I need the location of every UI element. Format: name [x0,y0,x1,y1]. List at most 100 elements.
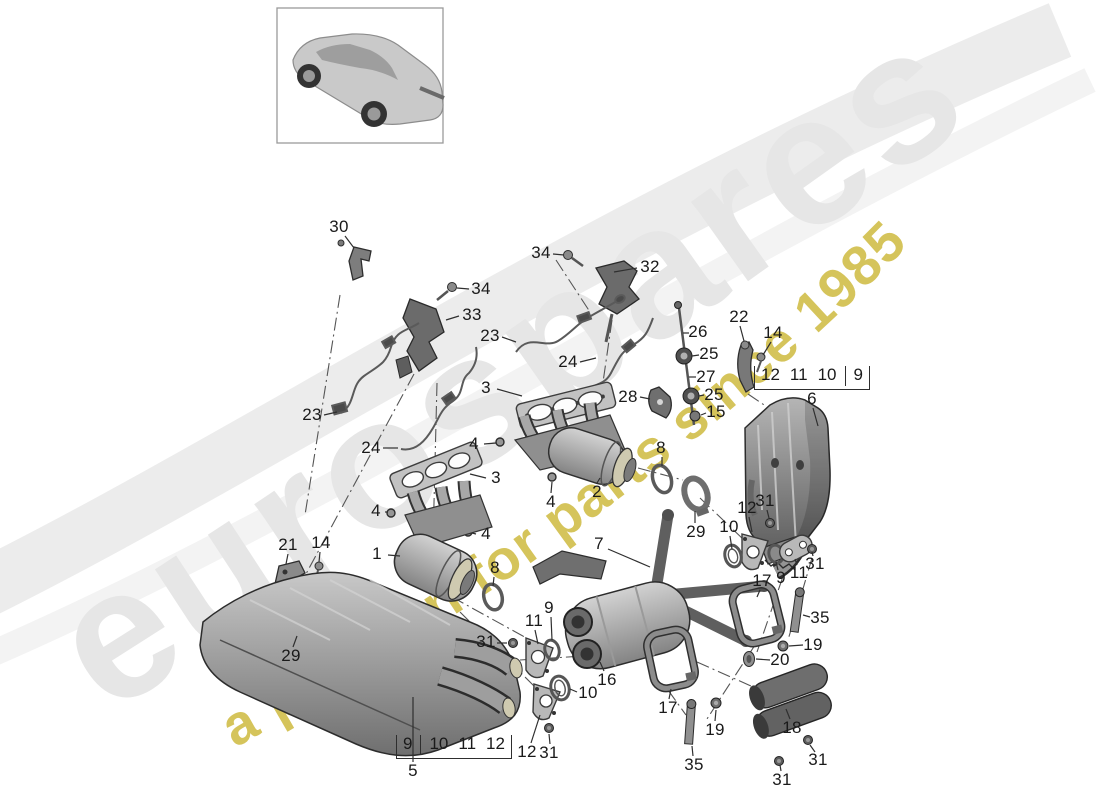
bracket-part-30 [337,239,372,281]
part-callout-31: 31 [805,554,825,573]
muffler-center-16 [532,550,691,670]
part-callout-18: 18 [782,718,802,737]
part-callout-14: 14 [311,533,331,552]
group-label: 9 [403,734,413,753]
group-label: 10 [429,734,449,753]
part-callout-10: 10 [578,683,598,702]
group-label: 12 [486,734,505,753]
part-callout-17: 17 [752,571,772,590]
part-callout-16: 16 [597,670,617,689]
part-callout-27: 27 [696,367,716,386]
part-callout-25: 25 [704,385,724,404]
group-divider [844,366,846,386]
part-callout-19: 19 [803,635,823,654]
group-label: 10 [817,365,837,384]
part-callout-24: 24 [558,352,578,371]
part-callout-29: 29 [281,646,301,665]
part-callout-12: 12 [517,742,537,761]
part-callout-19: 19 [705,720,725,739]
part-callout-4: 4 [481,524,491,543]
part-callout-8: 8 [656,438,666,457]
part-callout-35: 35 [810,608,830,627]
group-label: 12 [761,365,780,384]
part-callout-26: 26 [688,322,708,341]
part-callout-30: 30 [329,217,349,236]
part-callout-14: 14 [763,323,783,342]
part-callout-31: 31 [476,632,496,651]
part-callout-31: 31 [808,750,828,769]
part-callout-9: 9 [776,568,786,587]
part-callout-34: 34 [471,279,491,298]
flange-ring-cluster-right [723,518,817,571]
bolt-35 [684,699,697,745]
washer-15 [689,410,701,422]
car-spoiler [419,86,445,100]
part-callout-25: 25 [699,344,719,363]
part-callout-4: 4 [546,492,556,511]
part-callout-34: 34 [531,243,551,262]
clamp-17-b [728,580,786,648]
part-callout-22: 22 [729,307,749,326]
clamp-29-right [681,475,711,517]
part-callout-17: 17 [658,698,678,717]
car-glass [316,44,398,80]
part-callout-15: 15 [706,402,726,421]
part-callout-31: 31 [772,770,792,789]
hanger-rod-assembly [674,301,701,426]
group-label: 11 [458,734,477,753]
tail-pipes-18 [749,663,832,739]
part-callout-32: 32 [640,257,660,276]
part-callout-2: 2 [592,482,602,501]
seal-ring-8 [481,582,505,612]
seal-ring-8 [650,463,674,495]
part-callout-8: 8 [490,558,500,577]
part-callout-20: 20 [770,650,790,669]
flange-11 [779,534,813,563]
part-callout-5: 5 [408,761,418,780]
part-callout-4: 4 [469,434,479,453]
group-divider [420,735,422,755]
part-callout-3: 3 [491,468,501,487]
bracket-part-33 [395,282,457,379]
part-callout-33: 33 [462,305,482,324]
ring-9 [543,638,561,662]
ring-10 [549,674,571,702]
muffler-rear-left-5 [199,571,523,757]
bracket-part-32 [563,250,640,343]
part-callout-35: 35 [684,755,704,774]
bolt-34 [447,282,457,292]
part-callout-24: 24 [361,438,381,457]
part-callout-31: 31 [755,491,775,510]
part-callout-10: 10 [719,517,739,536]
part-callout-31: 31 [539,743,559,762]
part-callout-28: 28 [618,387,638,406]
part-callout-9: 9 [544,598,554,617]
clamp-17-a [643,625,699,693]
group-label: 11 [789,365,808,384]
part-callout-1: 1 [372,544,382,563]
fasteners-right [684,587,813,766]
catalytic-converter-2 [513,402,637,488]
flange-ring-cluster-left [508,636,571,733]
part-callout-6: 6 [807,389,817,408]
part-group-12-11-10-9: 12 11 10 9 [754,366,870,390]
part-callout-3: 3 [481,378,491,397]
part-callout-12: 12 [737,498,757,517]
manifold-gasket-lower [389,441,483,499]
part-callout-4: 4 [371,501,381,520]
group-label: 9 [853,365,863,384]
part-callout-11: 11 [524,611,544,630]
ring-10 [723,543,743,569]
part-callout-11: 11 [789,563,809,582]
bolt-35 [789,587,805,633]
part-group-9-10-11-12: 9 10 11 12 [396,735,512,759]
car-thumbnail [276,7,445,144]
part-callout-21: 21 [278,535,298,554]
clip-part-28 [648,386,672,419]
part-callout-23: 23 [480,326,500,345]
catalytic-converter-1 [393,480,493,602]
part-callout-29: 29 [686,522,706,541]
